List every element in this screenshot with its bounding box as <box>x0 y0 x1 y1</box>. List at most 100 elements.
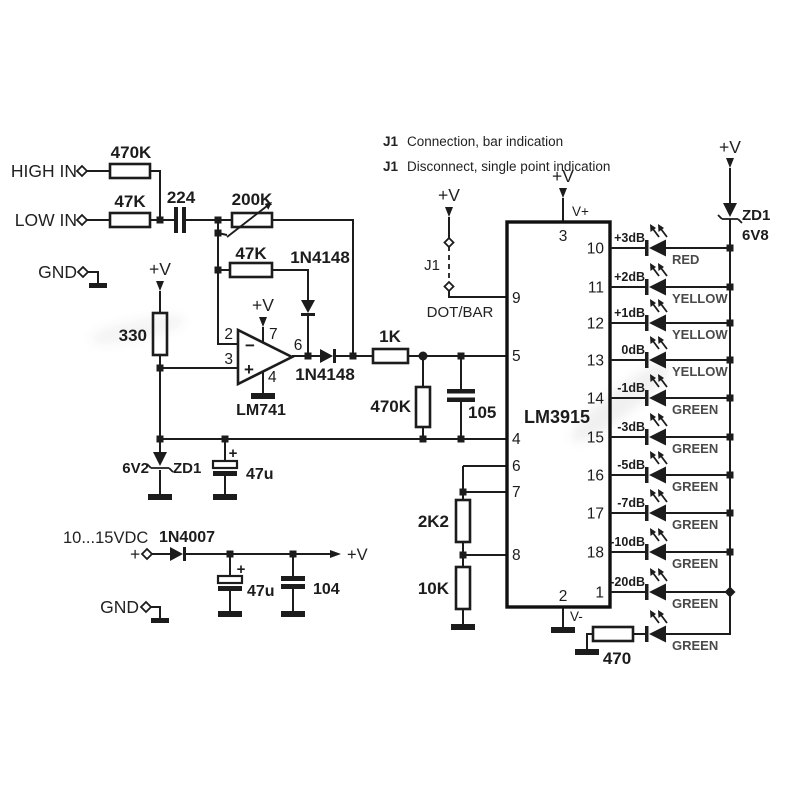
diode-1n4148-output <box>320 349 333 363</box>
led-emission-arrowhead <box>658 528 664 536</box>
supply-cap1-plus: + <box>237 561 246 578</box>
zener-cathode-bar <box>146 463 174 473</box>
led-db-label: +2dB <box>614 270 645 284</box>
led-symbol <box>649 504 666 522</box>
ic-pin5: 5 <box>512 348 521 365</box>
ic-pin9: 9 <box>512 290 521 307</box>
diode-cathode-bar <box>333 349 336 363</box>
led-emission-arrowhead <box>658 610 664 618</box>
junction-diamond <box>724 586 736 598</box>
divider-section: 2K2 10K <box>418 488 475 630</box>
jumper-ref-label: J1 <box>424 257 440 274</box>
high-in-label: HIGH IN <box>11 161 77 181</box>
ground-bar <box>148 494 172 500</box>
ic-body <box>505 220 612 609</box>
legend-ref-2: J1 <box>383 159 399 174</box>
legend-ref-1: J1 <box>383 134 399 149</box>
led-row: 1 -20dB GREEN <box>595 568 736 611</box>
led-cathode-bar <box>645 429 649 445</box>
ic-name-label: LM3915 <box>524 407 590 427</box>
led-color-label: YELLOW <box>672 364 728 379</box>
resistor-330-label: 330 <box>119 326 147 345</box>
ground-bar <box>251 393 275 399</box>
vcc-out-arrowhead <box>330 550 341 558</box>
resistor-470k-filter <box>414 385 432 429</box>
cap-105-plate <box>447 397 475 402</box>
junction <box>457 435 465 443</box>
ic-pin3: 3 <box>559 228 568 245</box>
led-row: 10 +3dB RED <box>587 224 734 267</box>
cap-104-plate <box>281 584 305 589</box>
junction <box>349 352 357 360</box>
led-color-label: GREEN <box>672 441 718 456</box>
zener-6v2-ref: ZD1 <box>173 460 201 477</box>
led-symbol <box>649 278 666 296</box>
led-emission-arrowhead <box>658 413 664 421</box>
diode-1n4148-feedback-label: 1N4148 <box>290 248 350 267</box>
low-in-label: LOW IN <box>15 210 77 230</box>
wire <box>88 271 161 618</box>
pot-200k-label: 200K <box>232 190 273 209</box>
led-cathode-bar <box>645 279 649 295</box>
resistor-2k2-label: 2K2 <box>418 512 449 531</box>
potentiometer-200k <box>230 211 274 229</box>
resistor-470k-filter-label: 470K <box>370 397 411 416</box>
junction <box>214 266 222 274</box>
vcc-arrow <box>259 317 267 327</box>
zener-6v2 <box>153 452 167 466</box>
led-emission-arrows <box>652 455 668 465</box>
led-db-label: -1dB <box>617 381 645 395</box>
zener-6v8-value: 6V8 <box>742 227 769 244</box>
zener-6v8 <box>723 203 737 217</box>
led-row: 13 0dB YELLOW <box>587 336 734 379</box>
led-row: 15 -3dB GREEN <box>587 413 734 456</box>
diode-cathode-bar <box>183 547 186 561</box>
led-symbol <box>649 583 666 601</box>
opamp-pin3: 3 <box>224 351 233 368</box>
resistor-47k-feedback-label: 47K <box>235 244 267 263</box>
supply-gnd-label: GND <box>100 597 139 617</box>
ground-bar <box>213 494 237 500</box>
ic-pin-number: 17 <box>587 506 604 523</box>
junction <box>221 435 229 443</box>
led-cathode-bar <box>645 467 649 483</box>
junction <box>304 352 312 360</box>
jumper-pin <box>443 236 455 249</box>
ground-bar <box>89 283 107 288</box>
led-color-label: YELLOW <box>672 327 728 342</box>
wire <box>159 291 238 494</box>
led-color-label: GREEN <box>672 402 718 417</box>
junction <box>419 435 427 443</box>
junction <box>459 488 467 496</box>
junction <box>726 433 734 441</box>
ic-pin-number: 11 <box>588 280 604 297</box>
legend-note: J1 Connection, bar indication J1 Disconn… <box>383 134 610 174</box>
led-symbol <box>649 428 666 446</box>
ic-pin8: 8 <box>512 547 521 564</box>
supply-plus-label: + <box>130 544 140 564</box>
led-emission-arrows <box>652 340 668 350</box>
diode-1n4007 <box>170 547 183 561</box>
vcc-arrow <box>559 188 567 198</box>
resistor-470 <box>591 625 635 643</box>
diode-cathode-bar <box>301 313 315 316</box>
dot-bar-label: DOT/BAR <box>427 304 494 321</box>
vcc-arrow <box>726 158 734 168</box>
led-emission-arrowhead <box>650 336 656 344</box>
resistor-47k-low <box>108 211 152 229</box>
cap-47u-plate <box>213 471 237 476</box>
cap-104-plate <box>281 576 305 581</box>
led-emission-arrowhead <box>658 451 664 459</box>
led-emission-arrowhead <box>650 610 656 618</box>
led-emission-arrowhead <box>658 263 664 271</box>
cap-47u-supply-plate <box>216 574 244 585</box>
pot-wiper-arrow <box>226 205 268 238</box>
power-led-resistor: 470 <box>575 625 635 668</box>
led-symbol <box>649 466 666 484</box>
resistor-330 <box>151 311 169 357</box>
led-emission-arrowhead <box>650 299 656 307</box>
junction <box>418 351 428 361</box>
led-cathode-bar <box>645 315 649 331</box>
